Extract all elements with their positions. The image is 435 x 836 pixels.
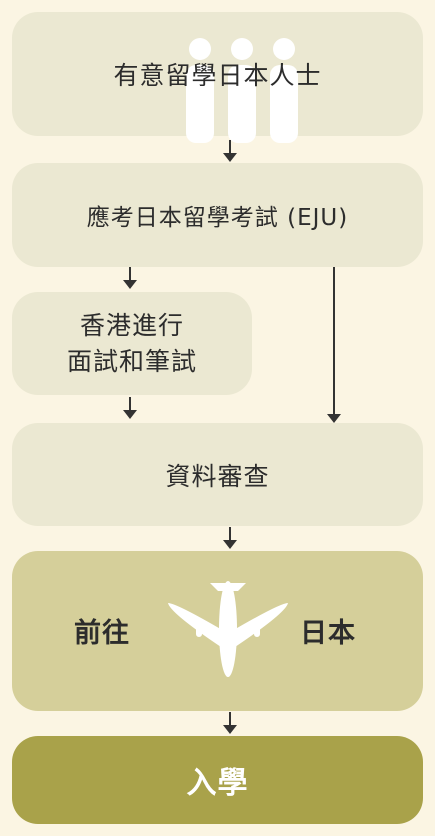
airplane-icon — [168, 581, 288, 677]
step-go-japan-box: 前往 日本 — [12, 551, 423, 711]
step-go-left-label: 前往 — [74, 618, 130, 649]
step-interested-label: 有意留學日本人士 — [113, 61, 322, 90]
arrow-down-5 — [223, 712, 237, 734]
step-review-label: 資料審查 — [165, 461, 270, 491]
arrow-down-2a — [123, 267, 137, 289]
people-icon — [186, 38, 298, 143]
step-hk-interview-box: 香港進行 面試和筆試 — [12, 292, 252, 395]
step-interested-box: 有意留學日本人士 — [12, 12, 423, 143]
step-go-right-label: 日本 — [300, 618, 356, 649]
step-hk-interview-line2: 面試和筆試 — [66, 346, 197, 376]
arrow-down-2b — [327, 267, 341, 423]
step-hk-interview-line1: 香港進行 — [79, 310, 184, 340]
step-admission-box: 入學 — [12, 736, 423, 824]
step-review-box: 資料審查 — [12, 423, 423, 526]
step-eju-label: 應考日本留學考試 (EJU) — [86, 205, 349, 231]
arrow-down-3 — [123, 397, 137, 419]
arrow-down-4 — [223, 527, 237, 549]
step-admission-label: 入學 — [186, 766, 249, 801]
step-eju-box: 應考日本留學考試 (EJU) — [12, 163, 423, 267]
arrow-down-1 — [223, 140, 237, 162]
